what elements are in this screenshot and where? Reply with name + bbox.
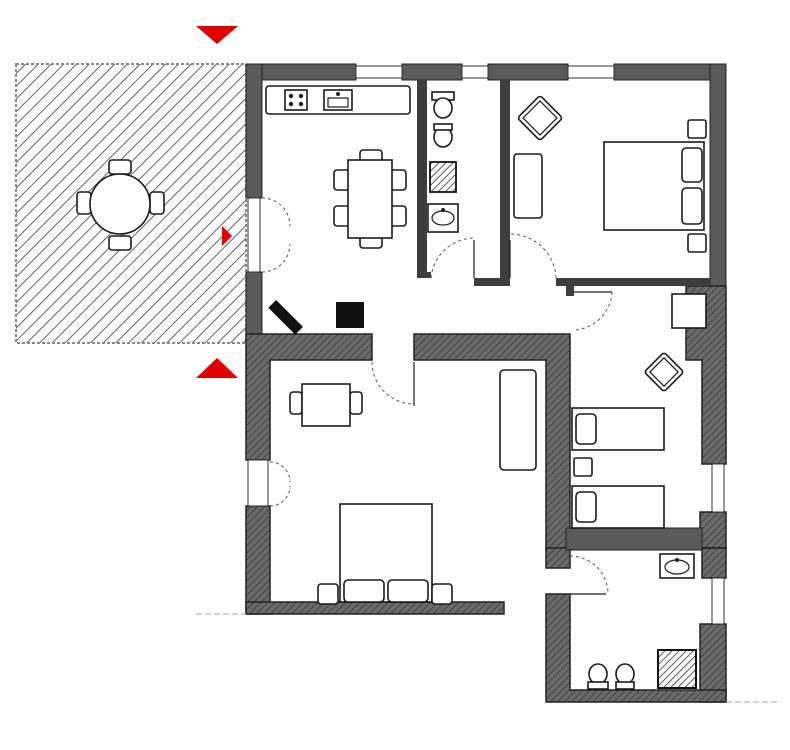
nightstand — [431, 583, 453, 605]
window — [247, 459, 269, 507]
chair — [108, 159, 132, 175]
section-marker-left — [222, 226, 232, 246]
kitchen-sink — [323, 89, 353, 111]
table — [289, 383, 363, 427]
toilet — [587, 663, 609, 690]
single-bed — [571, 485, 665, 529]
windows — [247, 65, 725, 625]
bidet — [615, 663, 635, 690]
washbasin — [427, 203, 459, 233]
chair — [149, 191, 165, 215]
bedroom-1 — [513, 95, 707, 253]
section-marker-bottom — [196, 358, 238, 378]
chair — [289, 391, 303, 415]
section-marker-top — [196, 26, 238, 44]
cabinet — [671, 293, 707, 329]
dining-table — [333, 149, 407, 249]
toilet — [431, 91, 455, 119]
window — [461, 65, 489, 79]
double-bed — [339, 503, 433, 603]
fireplace — [336, 302, 364, 328]
walls — [245, 63, 727, 703]
window — [355, 65, 403, 79]
armchair — [644, 352, 684, 392]
wardrobe — [499, 369, 537, 471]
wardrobe — [513, 153, 543, 219]
stove — [268, 300, 303, 335]
nightstand — [317, 583, 339, 605]
bedroom-2 — [571, 293, 707, 529]
kitchen-dining — [265, 85, 411, 335]
window — [567, 65, 615, 79]
terrace — [15, 63, 247, 344]
round-table — [89, 173, 151, 235]
chair — [76, 191, 92, 215]
armchair — [517, 95, 563, 141]
double-bed — [603, 141, 705, 231]
shower — [429, 161, 457, 193]
bathroom-1 — [427, 91, 459, 233]
nightstand — [687, 233, 707, 253]
doors — [247, 197, 613, 595]
terrace-round-table — [76, 159, 165, 251]
terrace-door — [247, 197, 261, 273]
nightstand — [573, 457, 593, 477]
master-bedroom — [289, 369, 537, 605]
nightstand — [687, 119, 707, 139]
washbasin — [659, 553, 695, 579]
window — [711, 577, 725, 625]
chair — [349, 391, 363, 415]
window — [711, 463, 725, 513]
shower — [657, 649, 697, 689]
chair — [108, 235, 132, 251]
single-bed — [571, 407, 665, 451]
bathroom-2 — [587, 553, 697, 690]
cooktop — [284, 89, 308, 111]
bidet — [433, 123, 453, 148]
